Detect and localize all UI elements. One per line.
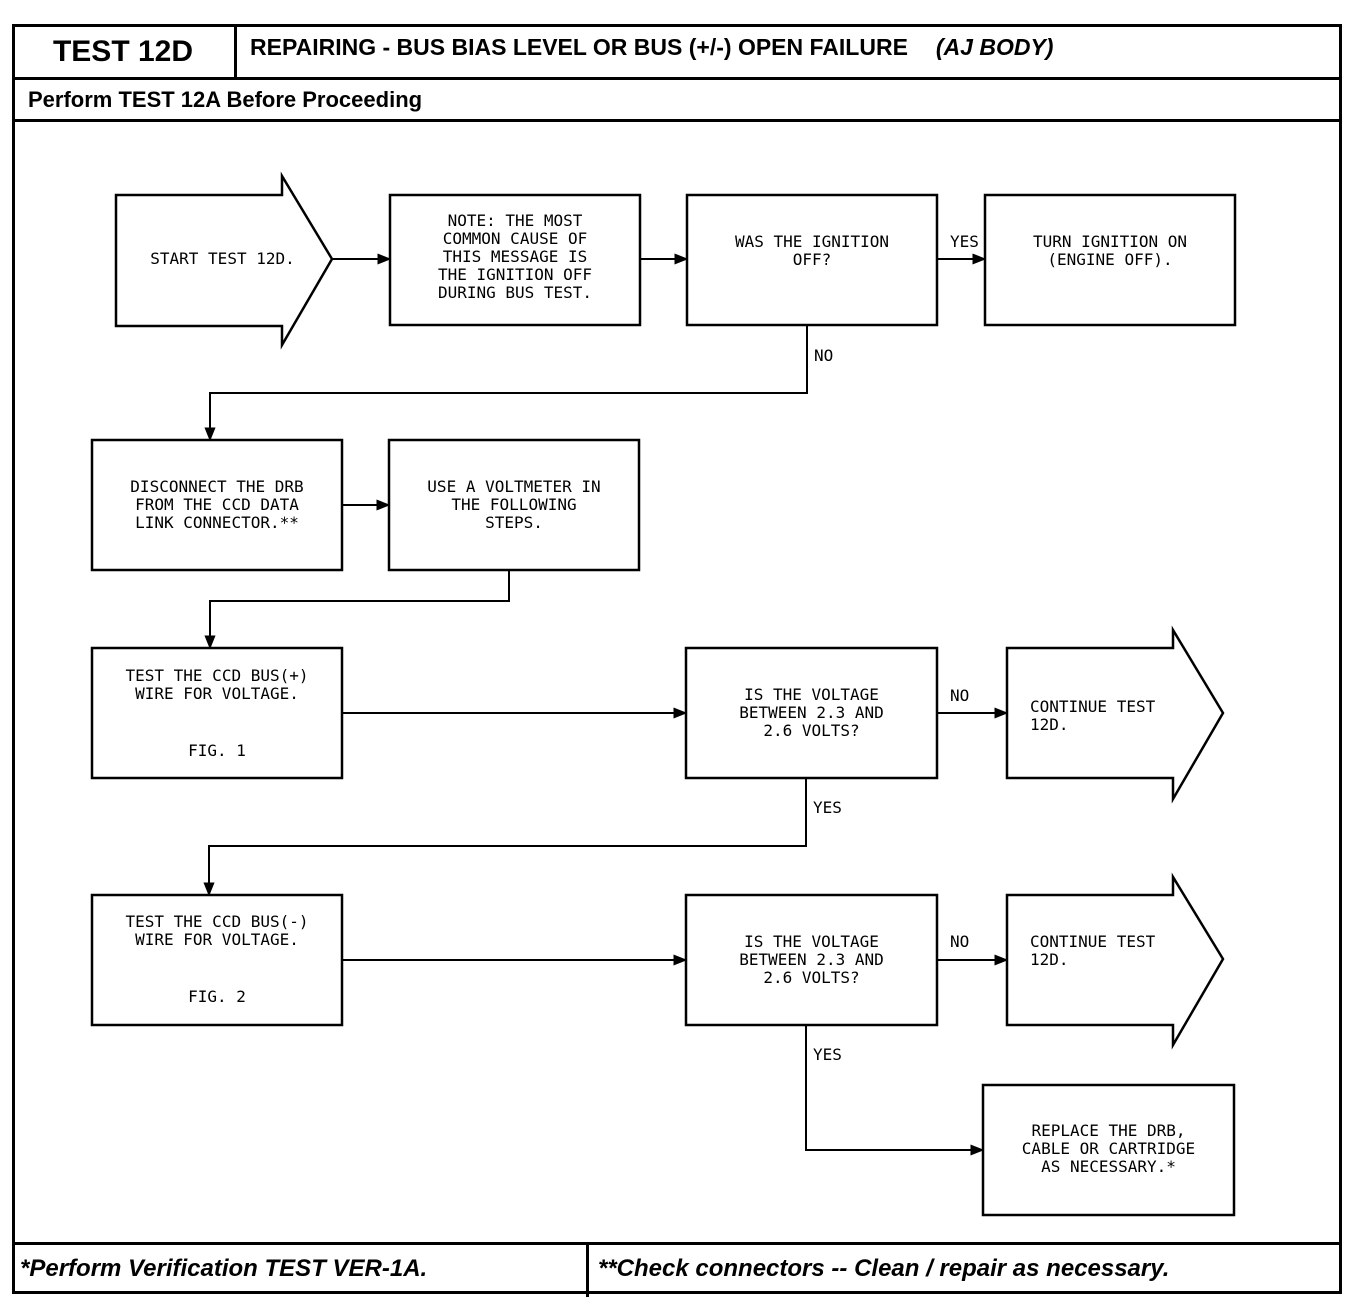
edge-label-no3: NO xyxy=(950,932,970,951)
voltmeter-text: USE A VOLTMETER IN THE FOLLOWING STEPS. xyxy=(427,477,601,532)
edge-label-yes3: YES xyxy=(813,1045,842,1064)
prerequisite-text: Perform TEST 12A Before Proceeding xyxy=(28,87,423,112)
q-volt1-text: IS THE VOLTAGE BETWEEN 2.3 AND 2.6 VOLTS… xyxy=(739,685,884,740)
edge-label-yes1: YES xyxy=(950,232,979,251)
edge-label-no2: NO xyxy=(950,686,970,705)
fig1-label: FIG. 1 xyxy=(188,741,246,760)
edge-qvolt1-testminus xyxy=(203,778,807,897)
start-shape xyxy=(114,171,334,350)
body-tag: (AJ BODY) xyxy=(935,34,1054,60)
continue2-text: CONTINUE TEST 12D. xyxy=(1030,932,1156,969)
note-text: NOTE: THE MOST COMMON CAUSE OF THIS MESS… xyxy=(437,211,593,302)
turn-on-text: TURN IGNITION ON (ENGINE OFF). xyxy=(1032,232,1188,269)
start-text: START TEST 12D. xyxy=(150,249,295,268)
edge-label-no1: NO xyxy=(814,346,834,365)
prerequisite-row: Perform TEST 12A Before Proceeding xyxy=(12,80,1342,122)
edge-voltmeter-testplus xyxy=(204,570,510,650)
replace-text: REPLACE THE DRB, CABLE OR CARTRIDGE AS N… xyxy=(1021,1121,1196,1176)
header-row xyxy=(12,24,1342,80)
footer-note-left: *Perform Verification TEST VER-1A. xyxy=(20,1255,428,1282)
disconnect-text: DISCONNECT THE DRB FROM THE CCD DATA LIN… xyxy=(130,477,304,532)
footer-note-right: **Check connectors -- Clean / repair as … xyxy=(598,1255,1170,1282)
q-ignition-text: WAS THE IGNITION OFF? xyxy=(734,232,890,269)
continue1-shape xyxy=(1005,625,1225,804)
edge-label-yes2: YES xyxy=(813,798,842,817)
test-id-box: TEST 12D xyxy=(12,24,237,80)
page-frame xyxy=(12,24,1342,1294)
edge-qvolt2-replace xyxy=(805,1025,985,1156)
continue2-shape xyxy=(1005,872,1225,1050)
test-plus-text: TEST THE CCD BUS(+) WIRE FOR VOLTAGE. xyxy=(125,666,309,703)
page-title: REPAIRING - BUS BIAS LEVEL OR BUS (+/-) … xyxy=(250,34,1053,61)
title-text: REPAIRING - BUS BIAS LEVEL OR BUS (+/-) … xyxy=(250,34,908,60)
test-id: TEST 12D xyxy=(52,35,194,68)
continue1-text: CONTINUE TEST 12D. xyxy=(1030,697,1156,734)
footer-row xyxy=(12,1242,1342,1297)
test-minus-text: TEST THE CCD BUS(-) WIRE FOR VOLTAGE. xyxy=(125,912,309,949)
q-volt2-text: IS THE VOLTAGE BETWEEN 2.3 AND 2.6 VOLTS… xyxy=(739,932,884,987)
edge-q-disconnect xyxy=(204,325,808,442)
fig2-label: FIG. 2 xyxy=(188,987,246,1006)
